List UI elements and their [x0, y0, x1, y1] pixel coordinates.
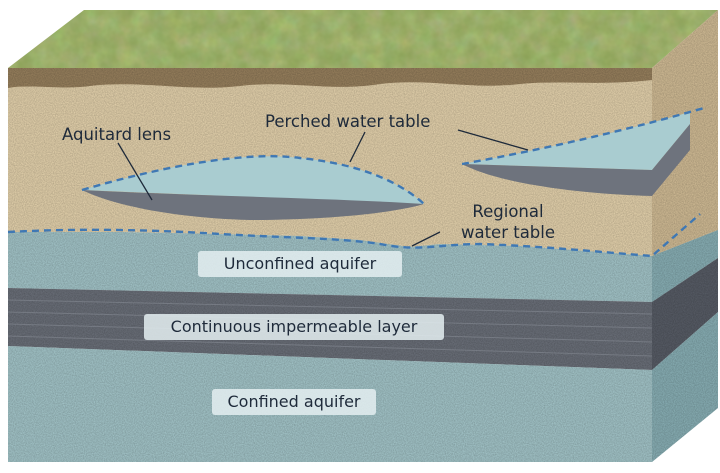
- leader-lines: [117, 129, 529, 247]
- perched-water-table-line-right: [461, 106, 705, 166]
- label-box-impermeable: [144, 314, 444, 340]
- perched-water-right: [462, 112, 690, 170]
- label-regional-line1: Regional: [472, 202, 543, 221]
- label-regional-line2: water table: [461, 223, 555, 242]
- label-aquitard-lens: Aquitard lens: [62, 125, 171, 144]
- label-unconfined-aquifer: Unconfined aquifer: [224, 254, 377, 273]
- side-grain: [652, 10, 718, 462]
- regional-water-table-line: [7, 213, 701, 258]
- label-box-unconfined: [198, 251, 402, 277]
- label-confined-aquifer: Confined aquifer: [227, 392, 360, 411]
- grass-texture: [8, 10, 718, 68]
- leader-regional: [411, 231, 441, 247]
- perched-water-left: [82, 156, 424, 204]
- label-box-confined: [212, 389, 376, 415]
- label-perched-water-table: Perched water table: [265, 112, 430, 131]
- leader-perched-left: [349, 131, 366, 163]
- aquitard-lens-left: [82, 190, 424, 220]
- leader-aquitard-lens: [117, 142, 153, 201]
- perched-water-table-line-left: [81, 155, 425, 205]
- leader-perched-right: [457, 129, 529, 151]
- label-impermeable-layer: Continuous impermeable layer: [171, 317, 418, 336]
- aquitard-lens-right: [462, 124, 690, 196]
